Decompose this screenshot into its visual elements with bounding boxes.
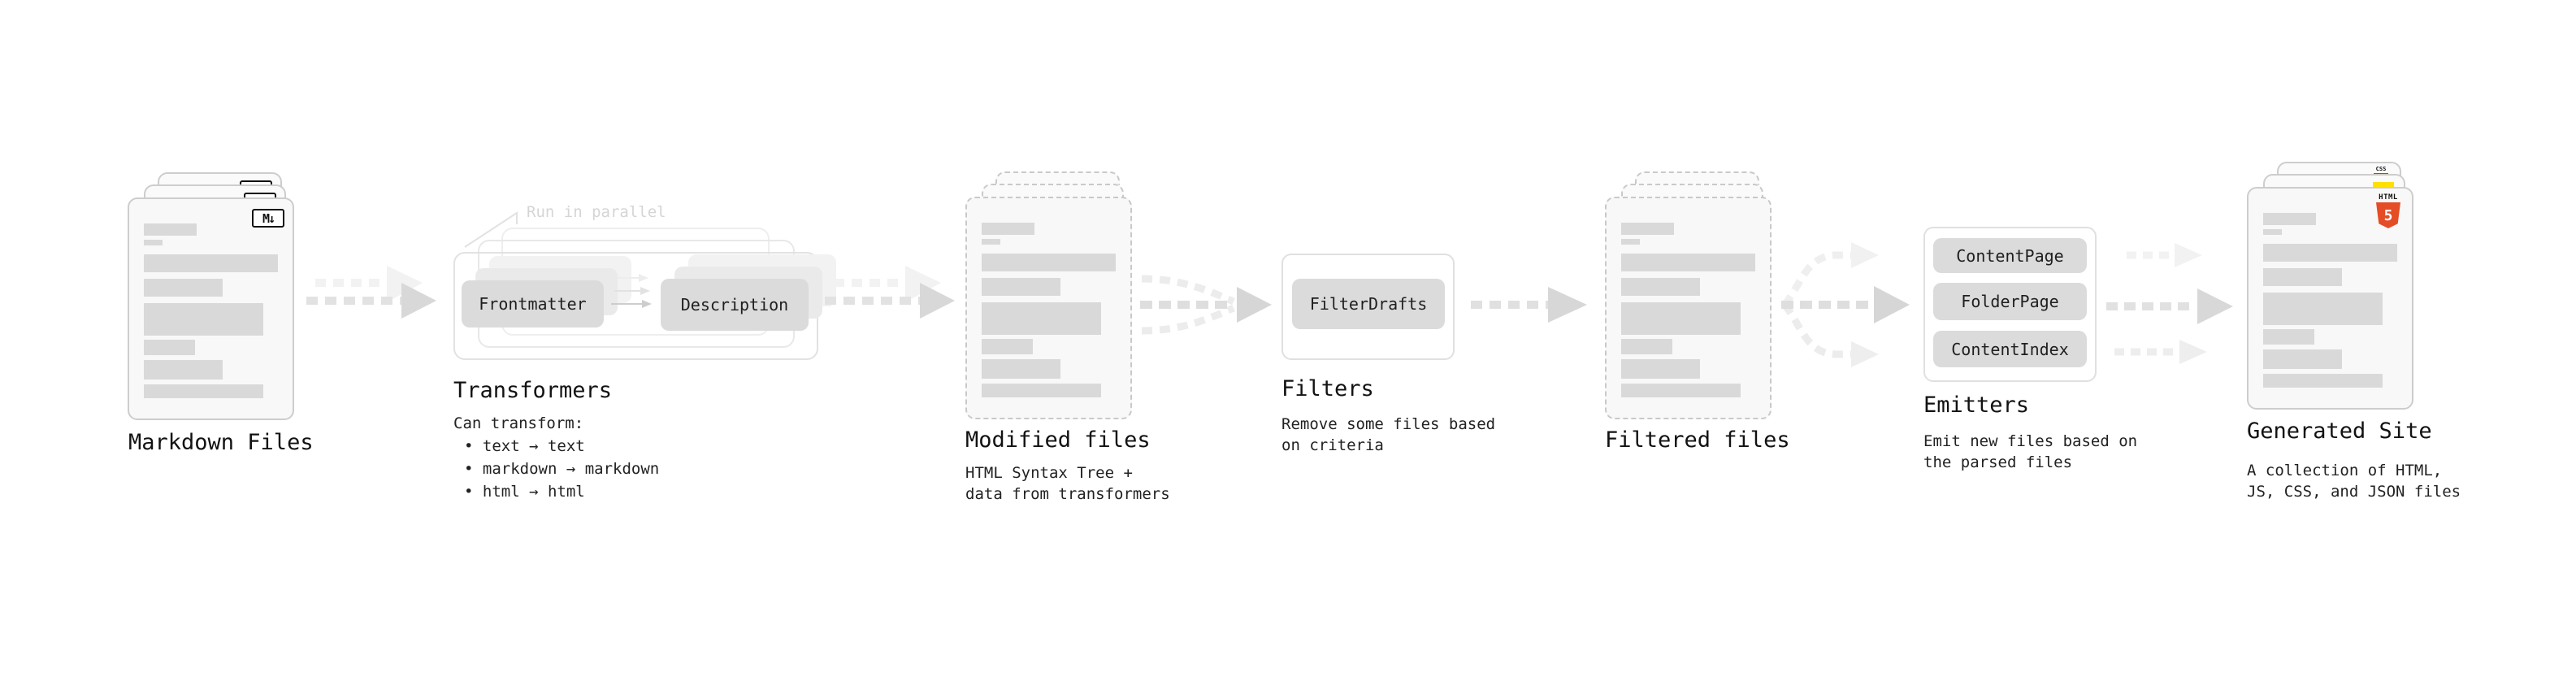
filtered-files-title: Filtered files	[1605, 427, 1790, 453]
desc-line: JS, CSS, and JSON files	[2247, 483, 2461, 501]
desc-line: Emit new files based on	[1923, 432, 2138, 450]
modified-file-card	[965, 197, 1132, 419]
doc-bar	[2263, 374, 2383, 388]
html5-icon-label: HTML	[2379, 193, 2398, 202]
doc-bar	[2263, 229, 2282, 235]
desc-line: • html → html	[464, 483, 585, 501]
doc-bar	[144, 254, 278, 272]
doc-bar	[2263, 268, 2342, 286]
doc-bar	[982, 339, 1033, 354]
flow-arrow-icon	[1471, 287, 1587, 323]
doc-bar	[1621, 359, 1700, 379]
js-icon	[2373, 182, 2394, 191]
flow-arrow-icon	[825, 266, 955, 319]
doc-text-placeholder	[982, 223, 1120, 397]
emitters-title: Emitters	[1923, 393, 2030, 418]
doc-bar	[2263, 213, 2316, 225]
css-icon-label: CSS	[2375, 166, 2387, 172]
doc-bar	[1621, 278, 1700, 296]
desc-line: HTML Syntax Tree +	[965, 464, 1133, 482]
doc-bar	[2263, 329, 2314, 345]
doc-bar	[2263, 349, 2342, 369]
doc-bar	[1621, 239, 1640, 245]
callout-leader-line	[464, 211, 518, 248]
desc-line: Can transform:	[453, 414, 584, 432]
frontmatter-chip: Frontmatter	[462, 280, 604, 327]
run-in-parallel-callout: Run in parallel	[527, 203, 666, 221]
desc-line: on criteria	[1281, 436, 1384, 454]
doc-bar	[1621, 254, 1755, 271]
doc-bar	[144, 384, 263, 398]
doc-bar	[982, 302, 1101, 335]
doc-bar	[1621, 339, 1672, 354]
contentindex-chip: ContentIndex	[1933, 331, 2087, 367]
doc-bar	[1621, 384, 1741, 397]
doc-bar	[982, 239, 1000, 245]
flow-arrow-diverge-icon	[1781, 242, 1910, 367]
doc-bar	[144, 223, 197, 236]
generated-site-title: Generated Site	[2247, 419, 2432, 444]
filtered-file-card	[1605, 197, 1772, 419]
doc-bar	[1621, 223, 1674, 235]
desc-line: Remove some files based	[1281, 415, 1496, 433]
doc-bar	[982, 359, 1060, 379]
contentpage-chip: ContentPage	[1933, 238, 2087, 273]
emitters-desc: Emit new files based on the parsed files	[1923, 431, 2137, 473]
doc-bar	[982, 223, 1034, 235]
desc-line: A collection of HTML,	[2247, 462, 2443, 479]
doc-bar	[144, 340, 195, 355]
desc-line: • text → text	[464, 437, 585, 455]
doc-bar	[982, 278, 1060, 296]
flow-arrows-triple-icon	[2106, 243, 2233, 364]
desc-line: data from transformers	[965, 485, 1170, 503]
modified-files-desc: HTML Syntax Tree + data from transformer…	[965, 462, 1170, 505]
site-file-card-html: HTML 5	[2247, 187, 2413, 410]
description-chip: Description	[661, 279, 809, 331]
transform-arrows-icon	[611, 274, 652, 308]
markdown-files-title: Markdown Files	[128, 430, 314, 455]
transformers-desc: Can transform: • text → text • markdown …	[453, 412, 659, 503]
filterdrafts-chip: FilterDrafts	[1292, 279, 1445, 329]
doc-bar	[144, 279, 223, 297]
doc-bar	[144, 303, 263, 336]
doc-bar	[2263, 293, 2383, 325]
filters-title: Filters	[1281, 376, 1374, 401]
doc-bar	[982, 254, 1116, 271]
doc-bar	[144, 360, 223, 380]
generated-site-desc: A collection of HTML, JS, CSS, and JSON …	[2247, 460, 2461, 502]
doc-bar	[1621, 302, 1741, 335]
flow-arrow-icon	[306, 266, 436, 319]
doc-text-placeholder	[144, 223, 282, 398]
html5-icon: HTML 5	[2374, 193, 2402, 228]
doc-text-placeholder	[1621, 223, 1759, 397]
html5-icon-shield: 5	[2376, 202, 2400, 228]
markdown-file-card: M↓	[128, 197, 294, 420]
desc-line: • markdown → markdown	[464, 460, 660, 478]
doc-bar	[144, 240, 163, 245]
folderpage-chip: FolderPage	[1933, 283, 2087, 320]
desc-line: the parsed files	[1923, 453, 2073, 471]
flow-arrow-converge-icon	[1140, 275, 1272, 335]
filters-desc: Remove some files based on criteria	[1281, 414, 1495, 456]
markdown-icon: M↓	[252, 209, 284, 228]
doc-text-placeholder	[2263, 213, 2401, 388]
modified-files-title: Modified files	[965, 427, 1151, 453]
transformers-title: Transformers	[453, 378, 613, 403]
doc-bar	[982, 384, 1101, 397]
doc-bar	[2263, 244, 2397, 262]
